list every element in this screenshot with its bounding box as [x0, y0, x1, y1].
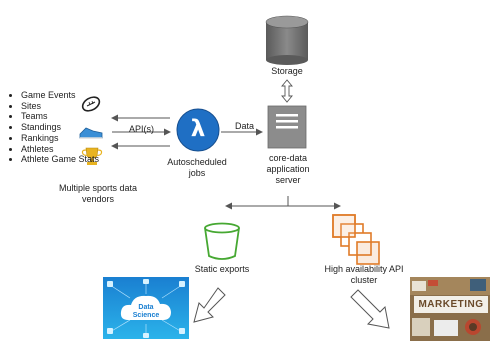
storage-label: Storage — [271, 66, 303, 76]
sneaker-icon — [79, 127, 103, 139]
marketing-image — [410, 277, 490, 341]
list-item: Game Events — [21, 90, 121, 101]
lambda-symbol: λ — [190, 116, 206, 142]
data-science-text: Data Science — [132, 304, 160, 319]
list-item: Athlete Game Stats — [21, 154, 121, 165]
marketing-text: MARKETING — [418, 299, 484, 310]
football-icon — [81, 96, 101, 112]
list-item: Athletes — [21, 144, 121, 155]
server-icon — [267, 105, 307, 149]
server-label: core-data application server — [266, 153, 310, 185]
server-branch-arrows — [225, 196, 341, 210]
trophy-icon — [81, 147, 103, 165]
list-item: Sites — [21, 101, 121, 112]
list-item: Rankings — [21, 133, 121, 144]
exports-label: Static exports — [194, 264, 250, 274]
lambda-icon — [176, 108, 220, 152]
vendor-lambda-arrows — [111, 114, 171, 150]
data-types-list: Game Events Sites Teams Standings Rankin… — [6, 90, 121, 165]
cluster-icon — [332, 214, 380, 265]
database-icon — [265, 15, 309, 65]
lambda-label: Autoscheduled jobs — [167, 157, 227, 178]
exports-to-datascience-arrow — [193, 287, 226, 323]
list-item: Standings — [21, 122, 121, 133]
bucket-icon — [204, 222, 240, 260]
vendors-caption: Multiple sports data vendors — [58, 183, 138, 204]
api-label: API(s) — [129, 124, 155, 134]
list-item: Teams — [21, 111, 121, 122]
cluster-label: High availability API cluster — [324, 264, 404, 285]
storage-server-link — [281, 79, 293, 103]
data-science-image — [103, 277, 189, 339]
data-label: Data — [235, 121, 255, 131]
cluster-to-marketing-arrow — [350, 289, 390, 329]
